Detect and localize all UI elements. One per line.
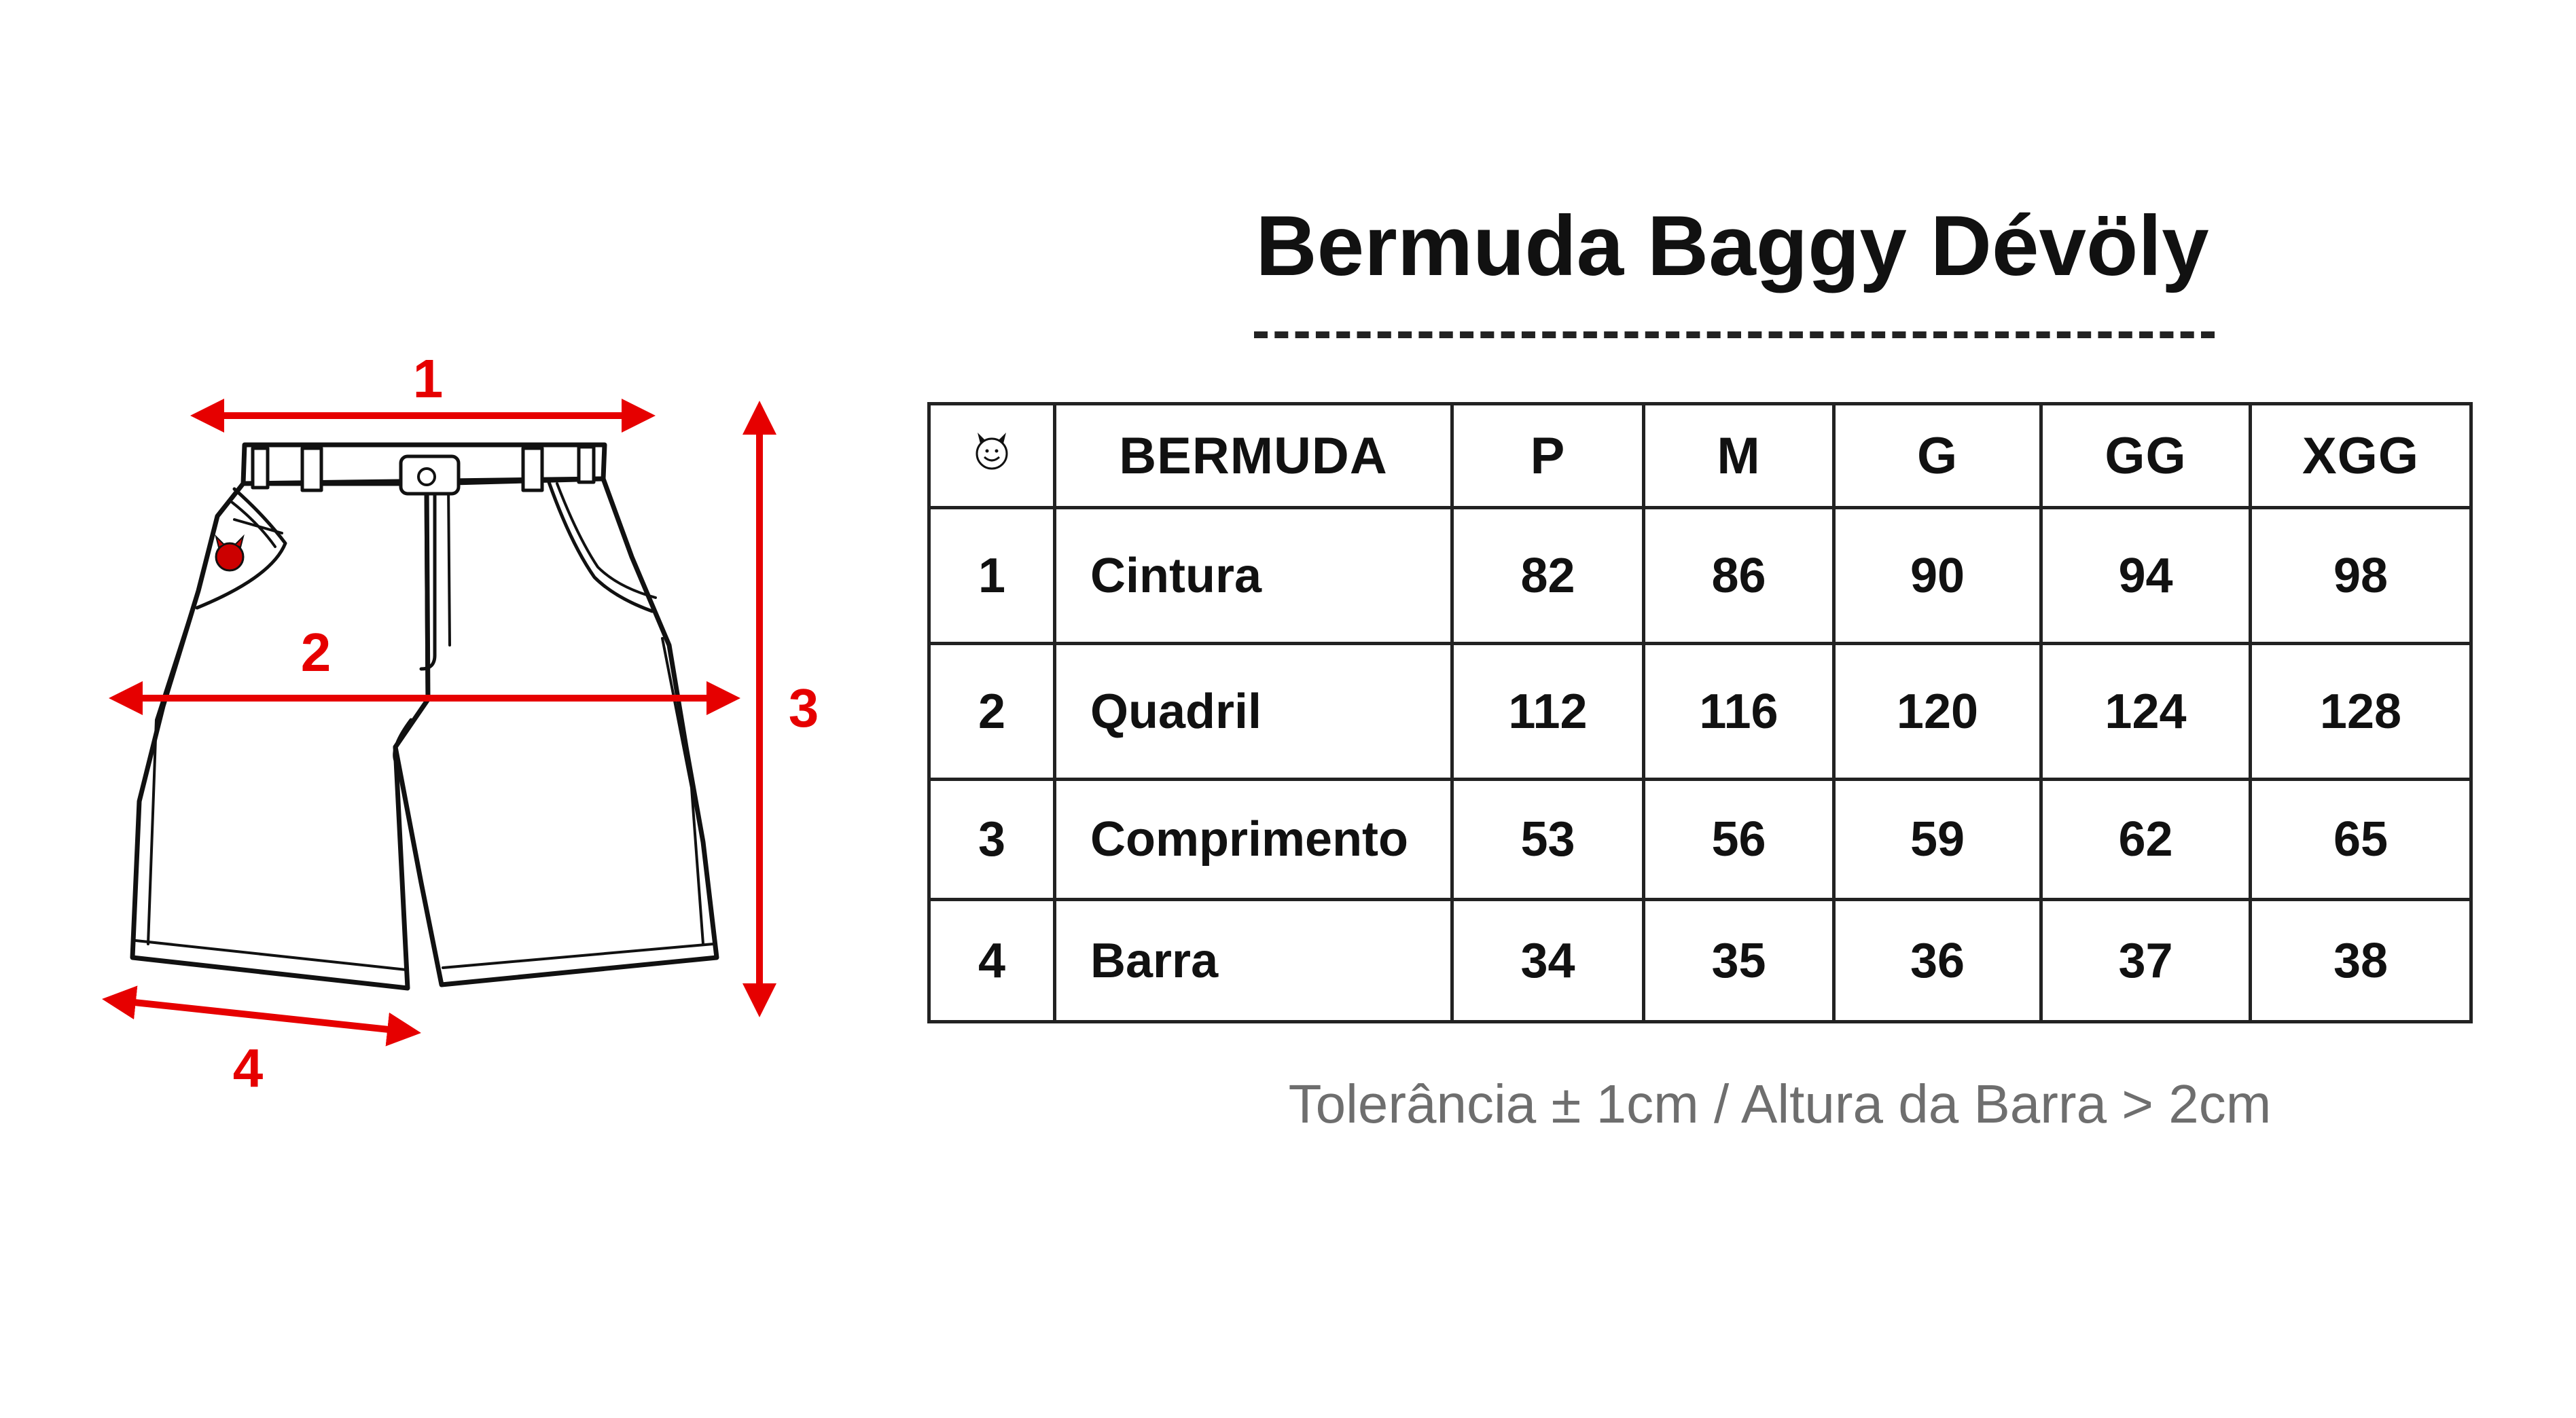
measure-label-3: 3 (789, 678, 819, 738)
table-row: 3 Comprimento 53 56 59 62 65 (927, 778, 2473, 901)
title-container: Bermuda Baggy Dévöly (1243, 204, 2221, 289)
measure-label-1: 1 (413, 348, 444, 409)
row-label: Cintura (1053, 506, 1454, 645)
row-number: 4 (927, 898, 1056, 1023)
cell-value: 35 (1642, 898, 1836, 1023)
title-dashed-rule (1254, 331, 2215, 338)
size-table: BERMUDA P M G GG XGG 1 Cintura 82 86 90 … (927, 402, 2473, 1023)
row-label: Barra (1053, 898, 1454, 1023)
header-size-gg: GG (2039, 402, 2252, 509)
cell-value: 38 (2249, 898, 2473, 1023)
cell-value: 59 (1832, 778, 2043, 901)
row-number: 2 (927, 642, 1056, 781)
devil-smiley-icon (215, 534, 245, 572)
header-size-g: G (1832, 402, 2043, 509)
header-size-m: M (1642, 402, 1836, 509)
cell-value: 62 (2039, 778, 2252, 901)
header-size-xgg: XGG (2249, 402, 2473, 509)
cell-value: 128 (2249, 642, 2473, 781)
cell-value: 124 (2039, 642, 2252, 781)
measure-label-2: 2 (301, 622, 332, 683)
cell-value: 116 (1642, 642, 1836, 781)
row-number: 3 (927, 778, 1056, 901)
devil-smiley-icon (976, 432, 1008, 469)
row-label: Quadril (1053, 642, 1454, 781)
cell-value: 34 (1450, 898, 1645, 1023)
cell-value: 94 (2039, 506, 2252, 645)
cell-value: 53 (1450, 778, 1645, 901)
shorts-outline (130, 442, 719, 991)
cell-value: 65 (2249, 778, 2473, 901)
tolerance-note: Tolerância ± 1cm / Altura da Barra > 2cm (1288, 1074, 2272, 1134)
arrow-4-hem (102, 985, 421, 1047)
header-logo-cell (927, 402, 1056, 509)
table-row: 4 Barra 34 35 36 37 38 (927, 898, 2473, 1023)
cell-value: 90 (1832, 506, 2043, 645)
shorts-diagram: 1 2 3 4 (102, 348, 819, 1098)
cell-value: 112 (1450, 642, 1645, 781)
header-product: BERMUDA (1053, 402, 1454, 509)
cell-value: 36 (1832, 898, 2043, 1023)
cell-value: 37 (2039, 898, 2252, 1023)
measure-label-4: 4 (233, 1038, 264, 1098)
table-row: 1 Cintura 82 86 90 94 98 (927, 506, 2473, 645)
row-label: Comprimento (1053, 778, 1454, 901)
cell-value: 82 (1450, 506, 1645, 645)
page-title: Bermuda Baggy Dévöly (1255, 199, 2209, 293)
cell-value: 98 (2249, 506, 2473, 645)
cell-value: 120 (1832, 642, 2043, 781)
header-size-p: P (1450, 402, 1645, 509)
cell-value: 56 (1642, 778, 1836, 901)
table-header-row: BERMUDA P M G GG XGG (927, 402, 2473, 509)
cell-value: 86 (1642, 506, 1836, 645)
table-row: 2 Quadril 112 116 120 124 128 (927, 642, 2473, 781)
row-number: 1 (927, 506, 1056, 645)
